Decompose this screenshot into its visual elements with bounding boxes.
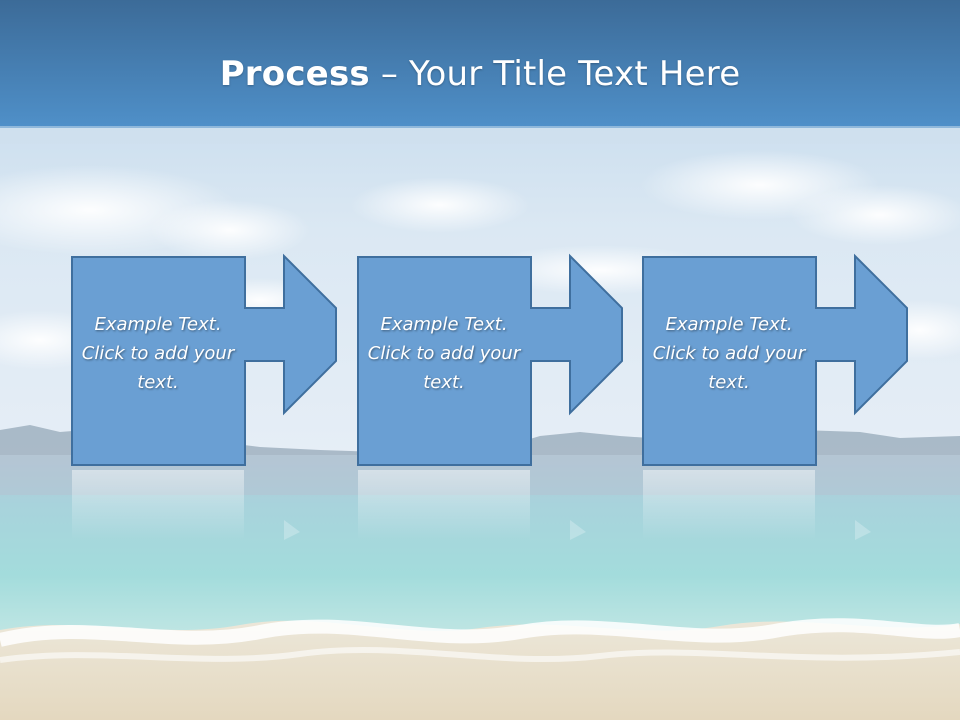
title-bold: Process	[219, 54, 370, 94]
step-text: Example Text. Click to add your text.	[81, 314, 235, 393]
process-step-3[interactable]: Example Text. Click to add your text.	[642, 253, 908, 468]
step-text: Example Text. Click to add your text.	[367, 314, 521, 393]
step-box-arrow-shape	[642, 253, 908, 466]
process-step-2[interactable]: Example Text. Click to add your text.	[357, 253, 623, 468]
step-box-arrow-shape	[357, 253, 623, 466]
title-rest: – Your Title Text Here	[369, 54, 741, 94]
process-step-1[interactable]: Example Text. Click to add your text.	[71, 253, 337, 468]
step-box-arrow-shape	[71, 253, 337, 466]
step-text: Example Text. Click to add your text.	[652, 314, 806, 393]
slide-title: Process – Your Title Text Here	[0, 52, 960, 96]
